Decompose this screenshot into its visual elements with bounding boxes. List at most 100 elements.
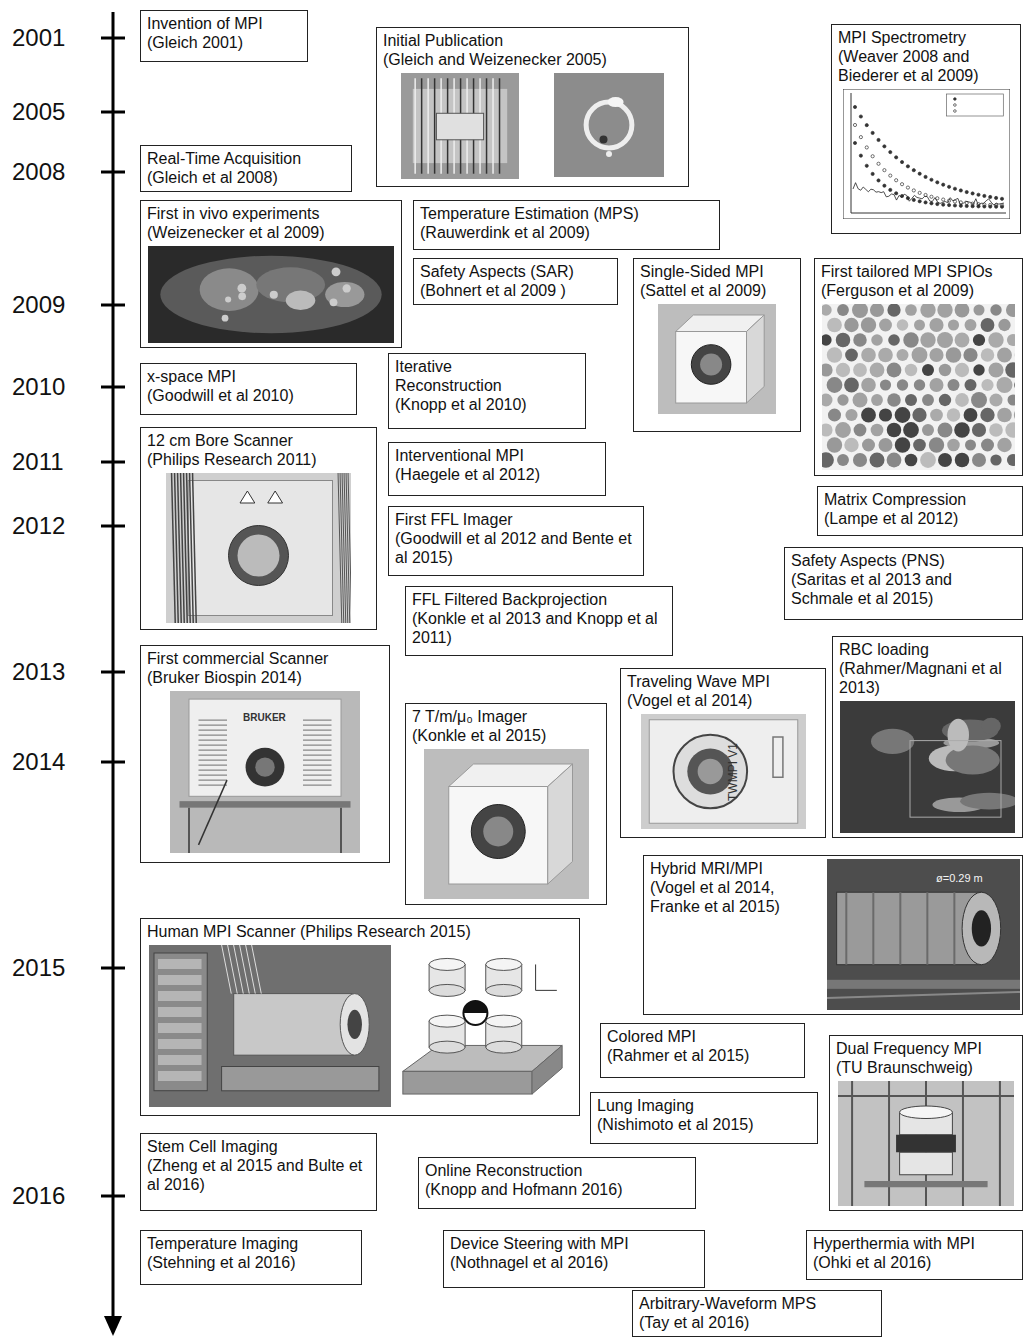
event-title: Online Reconstruction: [425, 1161, 689, 1180]
image-part: [1015, 348, 1016, 361]
image-part: [286, 291, 316, 310]
image-part: [876, 138, 879, 141]
year-tick: [101, 111, 125, 114]
image-part: [158, 1023, 202, 1033]
image-part: [827, 437, 842, 452]
image-part: [913, 439, 926, 452]
image-text: ø=0.29 m: [936, 872, 983, 885]
image-part: [929, 378, 943, 392]
event-box: Safety Aspects (SAR)(Bohnert et al 2009 …: [413, 258, 618, 305]
image-part: [238, 293, 246, 301]
image-part: [862, 439, 875, 452]
year-label: 2014: [12, 748, 65, 776]
event-title: Initial Publication: [383, 31, 682, 50]
illustration: [843, 89, 1010, 219]
event-box: Interventional MPI(Haegele et al 2012): [388, 442, 606, 496]
image-part: [401, 73, 519, 179]
image-part: [920, 452, 936, 468]
event-title: Hyperthermia with MPI: [813, 1234, 1016, 1253]
image-part: [929, 348, 943, 362]
image-part: [427, 78, 429, 173]
event-citation: (Gleich and Weizenecker 2005): [383, 50, 682, 69]
year-tick: [101, 761, 125, 764]
image-part: [941, 183, 944, 186]
image-part: [953, 110, 956, 113]
image-part: [836, 333, 851, 348]
event-box: Initial Publication(Gleich and Weizeneck…: [376, 27, 689, 187]
image-part: [926, 892, 928, 964]
event-box: Online Reconstruction(Knopp and Hofmann …: [418, 1157, 696, 1209]
event-title: Safety Aspects (SAR): [420, 262, 611, 281]
image-part: [947, 408, 960, 421]
image-part: [941, 198, 944, 201]
event-title: First commercial Scanner: [147, 649, 383, 668]
image-part: [997, 408, 1012, 423]
image-part: [955, 393, 969, 407]
event-box: Device Steering with MPI(Nothnagel et al…: [443, 1230, 705, 1288]
image-part: [160, 256, 381, 334]
image-part: [303, 744, 332, 746]
image-part: [972, 453, 986, 467]
image-row: [839, 701, 1016, 833]
image-part: [649, 720, 798, 824]
image-part: [303, 739, 332, 741]
illustration: [840, 701, 1015, 833]
image-part: [170, 691, 360, 853]
image-part: [905, 454, 918, 467]
image-part: [989, 393, 1002, 406]
image-part: [747, 315, 765, 403]
image-part: [245, 945, 255, 994]
image-part: [303, 749, 332, 751]
event-citation: (Bruker Biospin 2014): [147, 668, 383, 687]
event-title: Traveling Wave MPI: [627, 672, 819, 691]
image-part: [895, 437, 910, 452]
image-part: [255, 757, 274, 776]
image-part: [900, 1152, 953, 1175]
image-part: [239, 945, 249, 994]
image-part: [471, 805, 525, 859]
image-part: [888, 151, 891, 154]
image-part: [303, 769, 332, 771]
image-part: [189, 699, 341, 796]
image-part: [870, 363, 885, 378]
image-part: [941, 203, 944, 206]
image-part: [486, 1015, 522, 1027]
event-citation: (Gleich et al 2008): [147, 168, 345, 187]
image-part: [894, 156, 897, 159]
image-part: [997, 377, 1013, 393]
event-citation: (Knopp and Hofmann 2016): [425, 1180, 689, 1199]
image-part: [981, 379, 993, 391]
event-title: RBC loading: [839, 640, 1016, 659]
image-part: [828, 408, 841, 421]
image-part: [973, 304, 984, 315]
image-part: [894, 192, 897, 195]
image-part: [879, 408, 892, 421]
year-ticks: [101, 38, 125, 1196]
event-citation: (TU Braunschweig): [836, 1058, 1016, 1077]
image-part: [998, 319, 1010, 331]
image-part: [990, 304, 1001, 315]
image-part: [965, 190, 968, 193]
image-part: [606, 151, 612, 157]
event-box: Real-Time Acquisition(Gleich et al 2008): [140, 145, 352, 192]
image-part: [238, 535, 280, 577]
image-part: [486, 78, 488, 173]
event-title: Colored MPI: [607, 1027, 798, 1046]
image-part: [965, 439, 976, 450]
year-tick: [101, 461, 125, 464]
image-row: [838, 89, 1014, 219]
image-part: [199, 739, 228, 741]
event-title: Stem Cell Imaging: [147, 1137, 370, 1156]
image-part: [997, 438, 1011, 452]
image-part: [887, 393, 901, 407]
image-part: [853, 141, 856, 144]
event-citation: (Sattel et al 2009): [640, 281, 794, 300]
image-part: [871, 424, 884, 437]
image-row: [412, 749, 600, 899]
event-box: First commercial Scanner(Bruker Biospin …: [140, 645, 390, 863]
image-part: [845, 892, 847, 964]
image-part: [879, 438, 893, 452]
image-part: [199, 749, 228, 751]
image-part: [429, 958, 465, 970]
axis-line: [112, 12, 115, 1322]
